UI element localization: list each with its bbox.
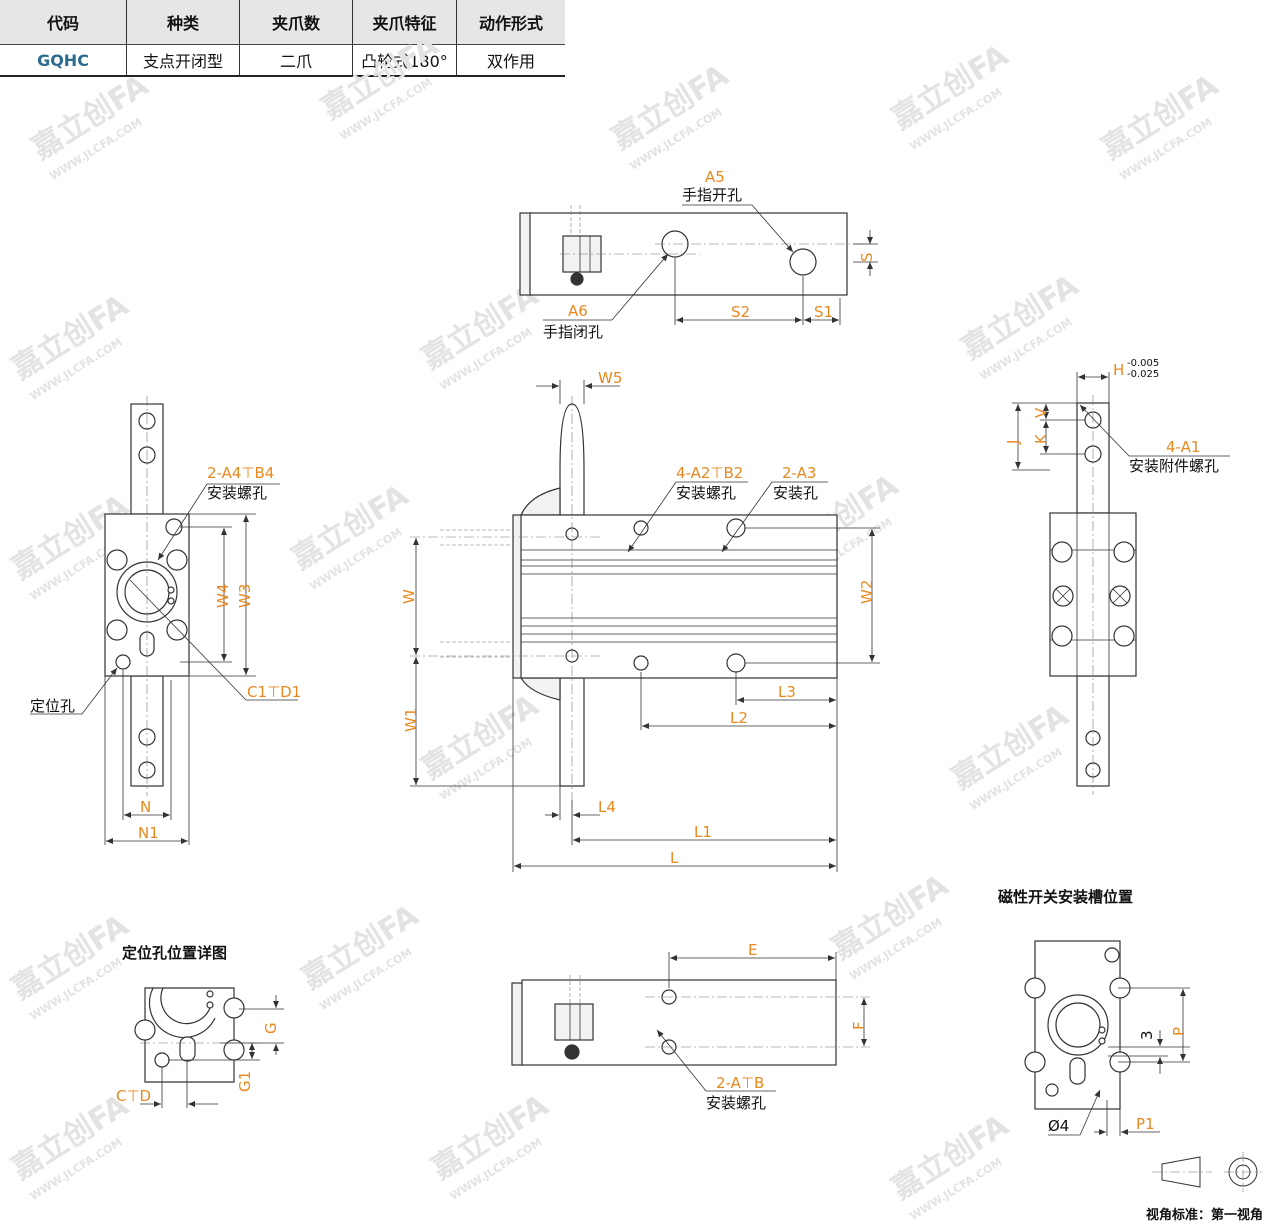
detail-title: 定位孔位置详图 — [122, 944, 227, 962]
header-code: 代码 — [0, 0, 127, 45]
dim-v: V — [1032, 407, 1050, 418]
dim-n1: N1 — [138, 824, 159, 842]
tol-upper: -0.005 — [1127, 358, 1159, 369]
dim-p: P — [1170, 1027, 1188, 1036]
detail-view: 定位孔位置详图 G G1 C⊤D — [116, 944, 284, 1108]
header-action: 动作形式 — [456, 0, 565, 45]
label-a3: 2-A3 — [782, 464, 816, 482]
label-c1d1: C1⊤D1 — [247, 683, 301, 701]
dim-l1: L1 — [694, 823, 712, 841]
header-type: 种类 — [126, 0, 240, 45]
top-view: S S2 S1 A5 手指开孔 A6 手指闭孔 — [519, 168, 878, 341]
dim-n: N — [140, 798, 151, 816]
dim-j: J — [1004, 440, 1022, 445]
dim-f: F — [850, 1021, 868, 1030]
dim-w4: W4 — [214, 584, 232, 608]
label-close-hole: 手指闭孔 — [543, 323, 603, 341]
dim-w2: W2 — [858, 580, 876, 604]
cell-action: 双作用 — [456, 44, 565, 77]
label-a1-text: 安装附件螺孔 — [1129, 457, 1219, 475]
dim-3: 3 — [1138, 1030, 1156, 1040]
spec-table: 代码 种类 夹爪数 夹爪特征 动作形式 GQHC 支点开闭型 二爪 凸轮式180… — [0, 0, 565, 77]
dim-w3: W3 — [236, 584, 254, 608]
spec-data-row: GQHC 支点开闭型 二爪 凸轮式180° 双作用 — [0, 44, 565, 77]
label-mount-a4b4: 2-A4⊤B4 — [207, 464, 274, 482]
label-a1: 4-A1 — [1166, 438, 1200, 456]
cell-jaw-feature: 凸轮式180° — [352, 44, 457, 77]
dim-l4: L4 — [598, 798, 616, 816]
projection-label: 视角标准：第一视角 — [1146, 1207, 1263, 1223]
left-view: W3 W4 2-A4⊤B4 安装螺孔 C1⊤D1 定位孔 N N1 — [30, 396, 301, 845]
label-a3-text: 安装孔 — [773, 484, 818, 502]
switch-title: 磁性开关安装槽位置 — [998, 888, 1133, 906]
label-a6: A6 — [568, 302, 588, 320]
right-view: H -0.005 -0.025 J K V 4-A1 安装附件螺孔 — [1004, 358, 1230, 795]
label-a-b: 2-A⊤B — [716, 1074, 764, 1092]
dim-h: H — [1113, 361, 1124, 379]
label-open-hole: 手指开孔 — [682, 186, 742, 204]
dim-e: E — [748, 941, 757, 959]
dim-w5: W5 — [598, 369, 622, 387]
bottom-view: E F 2-A⊤B 安装螺孔 — [511, 941, 870, 1112]
dim-w1: W1 — [402, 708, 420, 732]
dim-p1: P1 — [1136, 1115, 1155, 1133]
dim-l: L — [670, 849, 679, 867]
label-c-d: C⊤D — [116, 1087, 151, 1105]
header-jaw-count: 夹爪数 — [239, 0, 353, 45]
projection-symbol-icon — [1152, 1152, 1262, 1192]
spec-header-row: 代码 种类 夹爪数 夹爪特征 动作形式 — [0, 0, 565, 45]
label-locating-hole: 定位孔 — [30, 697, 75, 715]
dim-s: S — [858, 252, 876, 262]
label-a2b2-text: 安装螺孔 — [676, 484, 736, 502]
dim-l3: L3 — [778, 683, 796, 701]
tol-lower: -0.025 — [1127, 369, 1159, 380]
dim-g: G — [262, 1022, 280, 1034]
dim-s1: S1 — [814, 303, 833, 321]
switch-slot-view: 磁性开关安装槽位置 P 3 P1 Ø4 — [998, 888, 1190, 1136]
label-a5: A5 — [705, 168, 725, 186]
label-a2b2: 4-A2⊤B2 — [676, 464, 743, 482]
dim-s2: S2 — [731, 303, 750, 321]
cell-jaw-count: 二爪 — [239, 44, 353, 77]
dim-g1: G1 — [236, 1071, 254, 1092]
header-jaw-feature: 夹爪特征 — [352, 0, 457, 45]
dim-l2: L2 — [730, 709, 748, 727]
label-mount-text: 安装螺孔 — [207, 484, 267, 502]
front-view: W5 W W1 W2 4-A2⊤B2 安装螺孔 2-A3 安装孔 L3 L2 L… — [400, 369, 880, 872]
dim-dia4: Ø4 — [1048, 1117, 1069, 1135]
cell-type: 支点开闭型 — [126, 44, 240, 77]
label-a-b-text: 安装螺孔 — [706, 1094, 766, 1112]
dim-k: K — [1032, 433, 1050, 444]
cell-code: GQHC — [0, 44, 127, 77]
dim-w: W — [400, 589, 418, 604]
